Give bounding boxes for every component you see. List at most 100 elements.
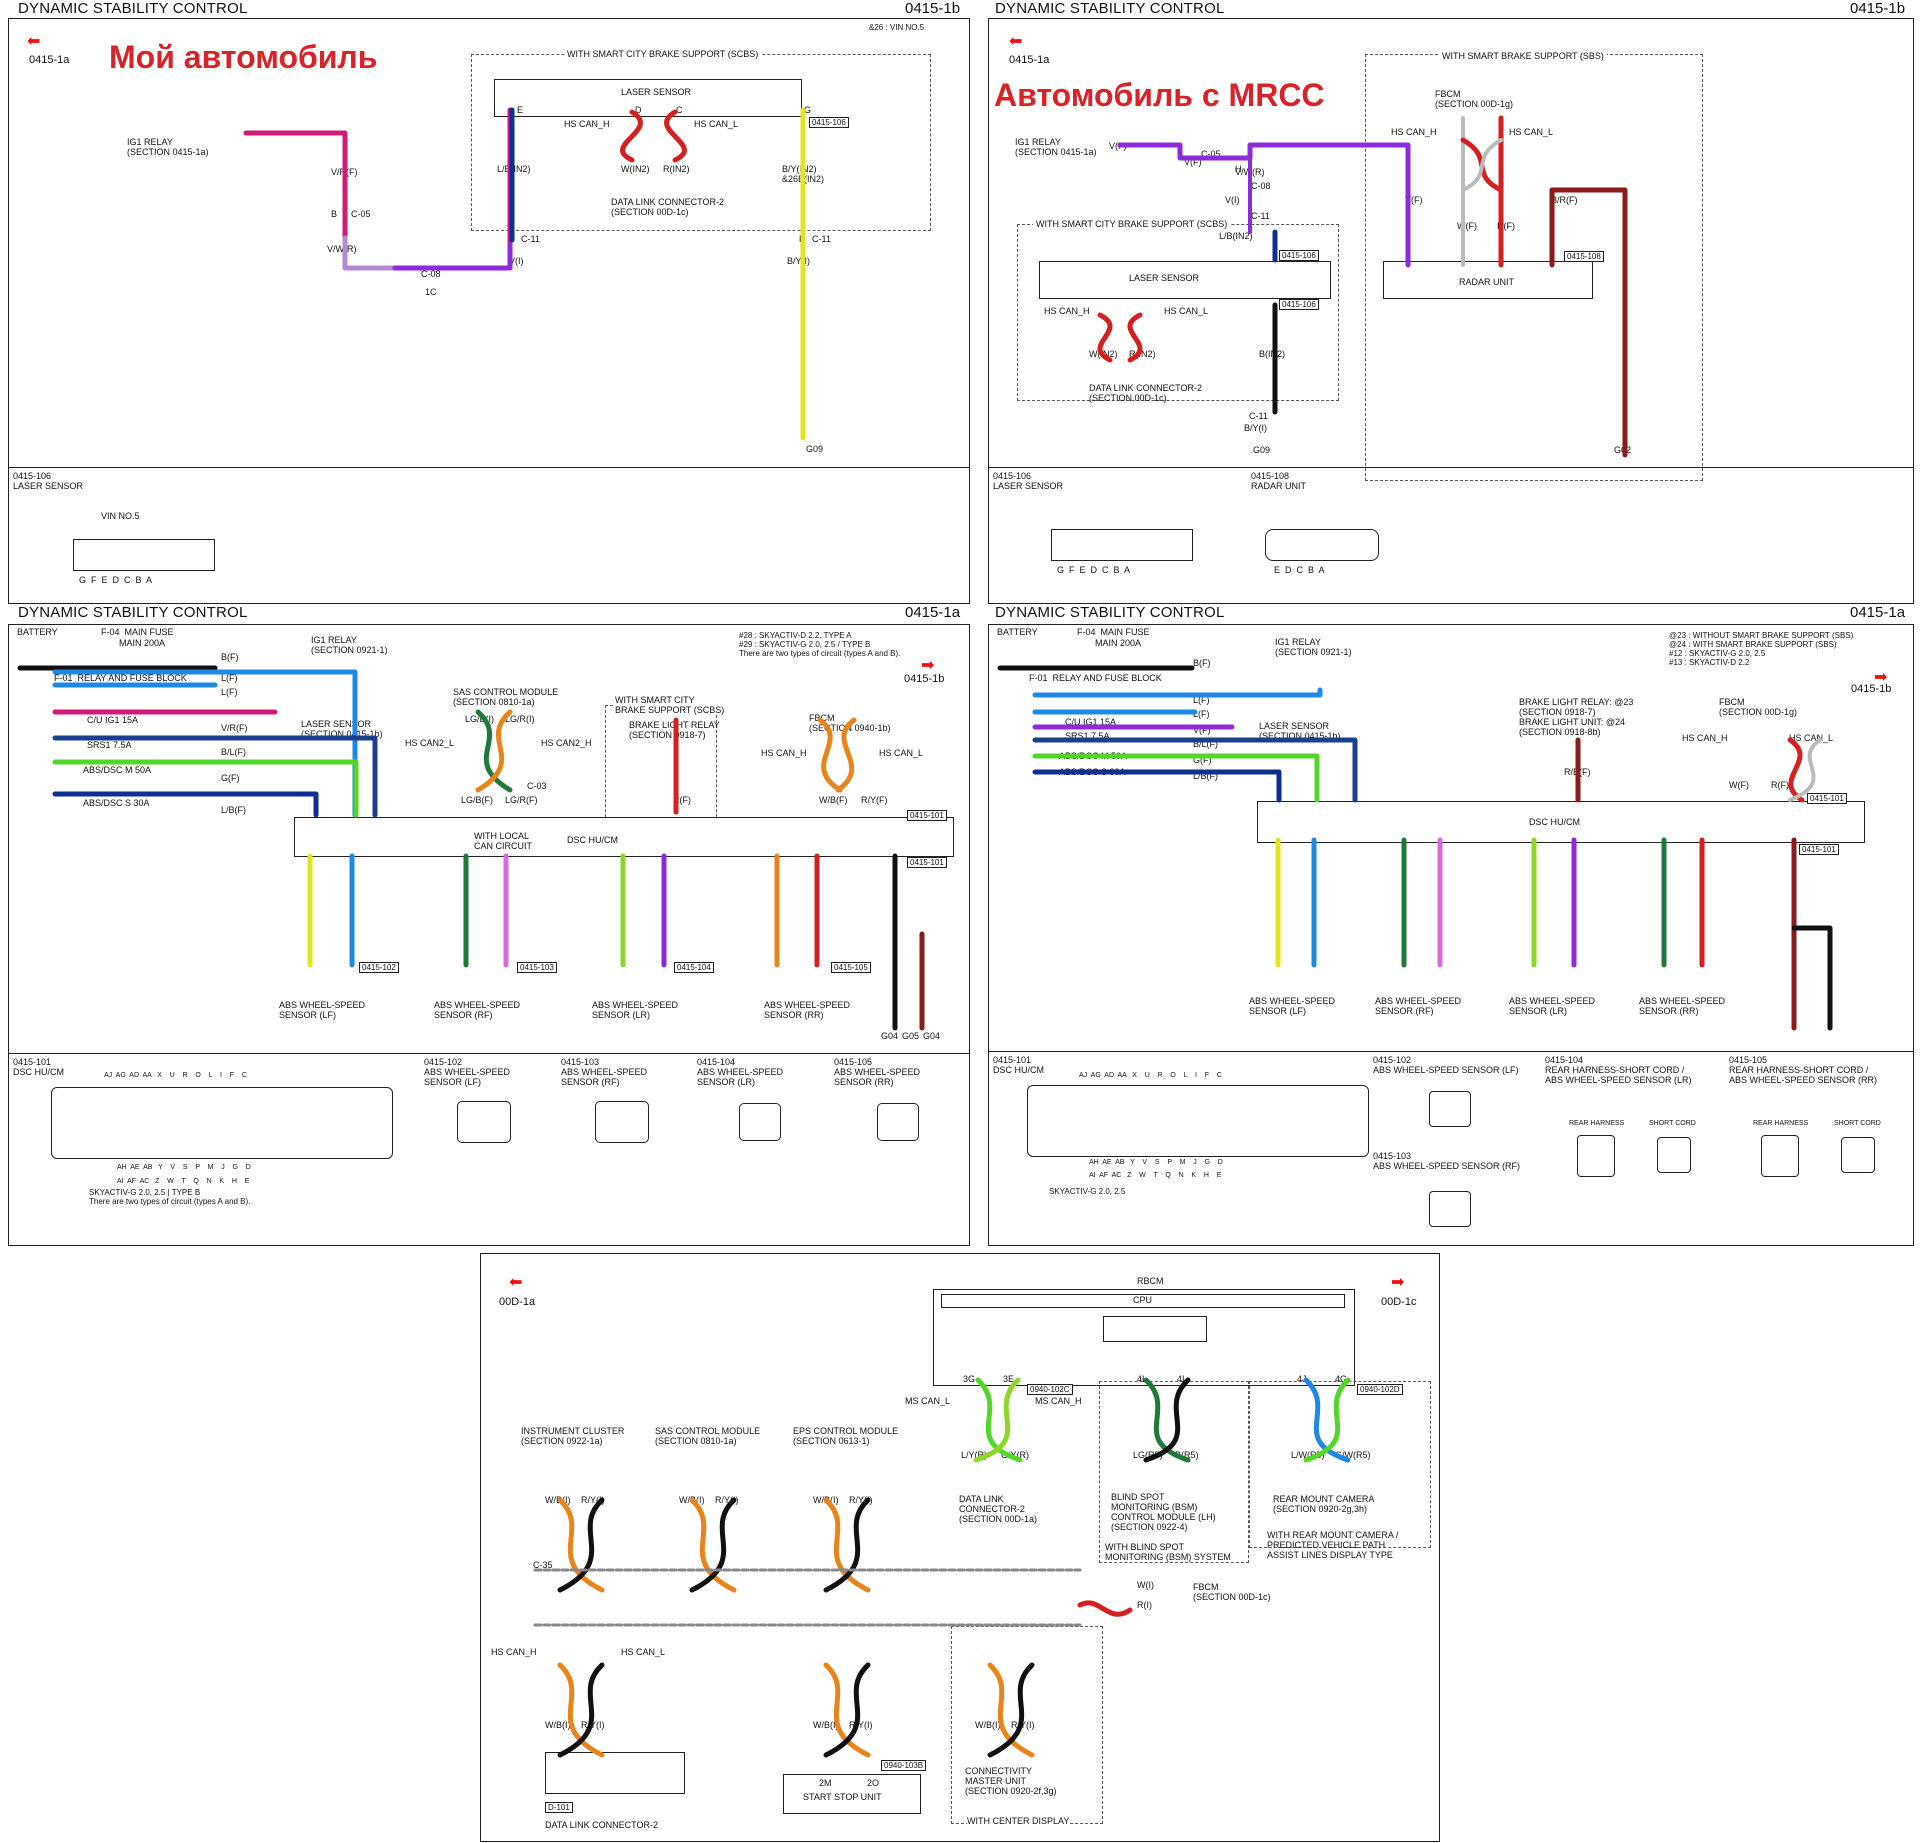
panel3-notes: #28 : SKYACTIV-D 2.2, TYPE A #29 : SKYAC… (739, 631, 901, 658)
rf-label: R(F) (1497, 221, 1515, 231)
panel5-nav-right[interactable]: 00D-1c (1381, 1296, 1417, 1308)
hs-can-l-label: HS CAN_L (621, 1647, 666, 1657)
nav-left-arrow-icon[interactable]: ⬅ (27, 33, 41, 50)
rf-connector (595, 1101, 649, 1143)
panel2: ⬅ 0415-1a Автомобиль с MRCC WITH SMART B… (988, 18, 1914, 604)
ryi-label-1: R/Y(I) (581, 1495, 605, 1505)
wire-lf-1: L(F) (221, 673, 238, 683)
camera-label: REAR MOUNT CAMERA (SECTION 0920-2g,3h) (1273, 1494, 1375, 1514)
rr-sc-connector (1841, 1137, 1875, 1173)
sensor-rf-label: ABS WHEEL-SPEED SENSOR (RF) (1375, 996, 1462, 1016)
t1-name: LASER SENSOR (993, 481, 1064, 491)
vi-label: V(I) (1225, 195, 1240, 205)
panel4-nav-right[interactable]: 0415-1b (1851, 683, 1892, 695)
lr-connector (739, 1103, 781, 1141)
bin2-label: B(IN2) (1259, 349, 1286, 359)
rear-harness-label-1: REAR HARNESS (1569, 1120, 1625, 1127)
ms-can-l-label: MS CAN_L (905, 1396, 951, 1406)
sensor-rr-label: ABS WHEEL-SPEED SENSOR (RR) (1639, 996, 1726, 1016)
t-name-1: DSC HU/CM (993, 1065, 1044, 1075)
lr-sc-connector (1657, 1137, 1691, 1173)
t-code-3: 0415-103 (561, 1057, 600, 1067)
fuse-2: SRS1 7.5A (87, 740, 132, 750)
pin-e: E (517, 105, 524, 115)
scbs-label: WITH SMART CITY BRAKE SUPPORT (SCBS) (1033, 219, 1231, 229)
b-label: B (331, 209, 338, 219)
rbcm-inner-box (1103, 1316, 1207, 1342)
wire-lf-2: L(F) (221, 687, 238, 697)
wire-blf: B/L(F) (221, 747, 247, 757)
battery-label: BATTERY (997, 627, 1038, 637)
scbs-label: WITH SMART CITY BRAKE SUPPORT (SCBS) (564, 49, 762, 59)
g09-label: G09 (806, 444, 824, 454)
t2-name: RADAR UNIT (1251, 481, 1307, 491)
nav-right-arrow-icon[interactable]: ➡ (921, 657, 935, 674)
hs-can-h-label: HS CAN_H (564, 119, 610, 129)
dsc-bot-pins: AH AE AB Y V S P M J G D (117, 1164, 251, 1171)
wbi-label-4: W/B(I) (545, 1720, 571, 1730)
battery-label: BATTERY (17, 627, 58, 637)
nav-right-arrow-icon[interactable]: ➡ (1391, 1274, 1405, 1291)
t-code-4: 0415-104 (1545, 1055, 1584, 1065)
f04-label: F-04 MAIN FUSE (101, 627, 174, 637)
panel1-nav-left[interactable]: 0415-1a (29, 54, 70, 66)
fuse-3: ABS/DSC M 50A (83, 765, 152, 775)
pin-c: C (676, 105, 683, 115)
panel5-nav-left[interactable]: 00D-1a (499, 1296, 536, 1308)
ground-3: G04 (923, 1031, 941, 1041)
panel1-note: &26 : VIN NO.5 (869, 23, 925, 32)
laser-box (1039, 261, 1331, 299)
panel2-nav-left[interactable]: 0415-1a (1009, 54, 1050, 66)
nav-left-arrow-icon[interactable]: ⬅ (509, 1274, 523, 1291)
f01-label: F-01 RELAY AND FUSE BLOCK (54, 673, 187, 683)
t1-name: LASER SENSOR (13, 481, 84, 491)
hs-can-l-label: HS CAN_L (1789, 733, 1834, 743)
sensor-lr-label: ABS WHEEL-SPEED SENSOR (LR) (1509, 996, 1596, 1016)
panel3-nav-right[interactable]: 0415-1b (904, 673, 945, 685)
laser-ref-label: LASER SENSOR (SECTION 0415-1b) (301, 719, 383, 739)
ms-can-h-label: MS CAN_H (1035, 1396, 1082, 1406)
wi-label: W(I) (1137, 1580, 1154, 1590)
c08-label: C-08 (421, 269, 441, 279)
panel1-annotation: Мой автомобиль (109, 39, 378, 75)
d101-tag: D-101 (545, 1802, 573, 1813)
lr-rh-connector (1577, 1135, 1615, 1177)
c11-label-2: C-11 (812, 234, 831, 244)
dlc2-label: DATA LINK CONNECTOR-2 (545, 1820, 659, 1830)
tag-0415-106-a: 0415-106 (1279, 250, 1319, 261)
tag-101-b: 0415-101 (907, 857, 947, 868)
wf-label: W(F) (1457, 221, 1477, 231)
dsc-bot-pins-2: AI AF AC Z W T Q N K H E (1089, 1172, 1222, 1179)
rr-connector (877, 1103, 919, 1141)
main200-label: MAIN 200A (1095, 638, 1142, 648)
c11-label-2: C-11 (1249, 411, 1268, 421)
h-label: H (1235, 164, 1242, 174)
rbcm-label: RBCM (1137, 1276, 1164, 1286)
lyr-label: L/Y(R) (961, 1450, 988, 1460)
nav-left-arrow-icon[interactable]: ⬅ (1009, 33, 1023, 50)
ssu-label: START STOP UNIT (803, 1792, 882, 1802)
wire-bf: B(F) (221, 652, 239, 662)
vf-label-3: V(F) (1405, 195, 1423, 205)
sensor-tag-rr: 0415-105 (831, 962, 871, 973)
dsc-connector (51, 1087, 393, 1159)
dsc-top-pins: AJ AG AD AA X U R O L I F C (104, 1072, 247, 1079)
c08-label: C-08 (1251, 181, 1271, 191)
blr-label: BRAKE LIGHT RELAY: @23 (SECTION 0918-7) … (1519, 697, 1634, 737)
dsc-label: DSC HU/CM (567, 835, 618, 845)
panel2-divider (989, 467, 1913, 468)
ssu-pin-2m: 2M (819, 1778, 832, 1788)
hs-can2-h-label: HS CAN2_H (541, 738, 592, 748)
nav-right-arrow-icon[interactable]: ➡ (1874, 669, 1888, 686)
lgbf-label: LG/B(F) (461, 795, 494, 805)
t-name-1: DSC HU/CM (13, 1067, 64, 1077)
panel1-title: DYNAMIC STABILITY CONTROL (18, 0, 248, 17)
dsc-connector (1027, 1085, 1369, 1157)
ryi-label-5: R/Y(I) (849, 1720, 873, 1730)
camera-with-label: WITH REAR MOUNT CAMERA / PREDICTED VEHIC… (1267, 1530, 1399, 1560)
wbi-label-6: W/B(I) (975, 1720, 1001, 1730)
ground-2: G05 (902, 1031, 920, 1041)
sensor-tag-lf: 0415-102 (359, 962, 399, 973)
wbf-label: W/B(F) (819, 795, 848, 805)
g09-label: G09 (1253, 445, 1271, 455)
